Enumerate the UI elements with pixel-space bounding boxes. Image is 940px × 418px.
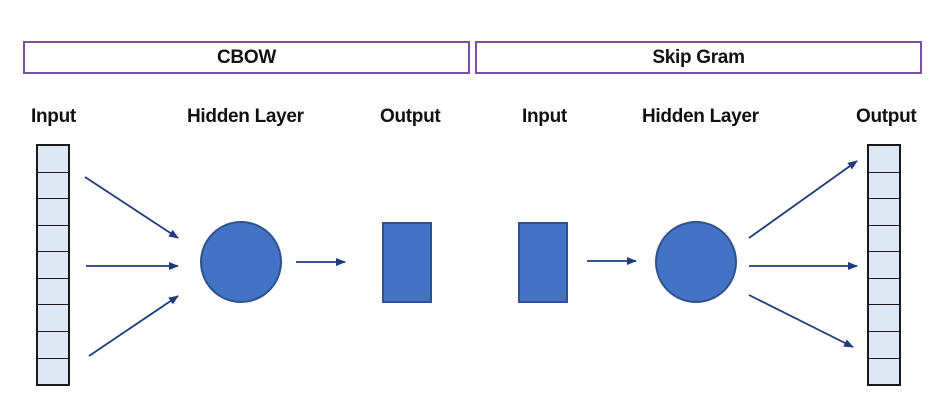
cbow-hidden-label: Hidden Layer <box>187 106 304 127</box>
vector-cell <box>38 252 68 279</box>
skipgram-hidden-node <box>655 221 737 303</box>
vector-cell <box>869 332 899 359</box>
cbow-input-label: Input <box>31 106 76 127</box>
vector-cell <box>869 279 899 306</box>
vector-cell <box>38 279 68 306</box>
skipgram-header: Skip Gram <box>475 41 922 74</box>
vector-cell <box>869 199 899 226</box>
vector-cell <box>38 146 68 173</box>
cbow-header: CBOW <box>23 41 470 74</box>
cbow-title: CBOW <box>217 46 276 68</box>
skipgram-arrow-bottom <box>748 294 854 348</box>
vector-cell <box>38 305 68 332</box>
vector-cell <box>869 173 899 200</box>
skipgram-input-label: Input <box>522 106 567 127</box>
vector-cell <box>869 146 899 173</box>
vector-cell <box>38 199 68 226</box>
cbow-output-node <box>382 222 432 303</box>
skipgram-title: Skip Gram <box>652 46 745 68</box>
vector-cell <box>38 173 68 200</box>
cbow-arrow-top <box>84 176 179 239</box>
skipgram-output-vector <box>867 144 901 386</box>
cbow-arrow-bottom <box>88 295 179 357</box>
vector-cell <box>869 305 899 332</box>
skipgram-input-node <box>518 222 568 303</box>
cbow-hidden-node <box>200 221 282 303</box>
skipgram-arrow-top <box>748 160 858 239</box>
vector-cell <box>869 226 899 253</box>
cbow-input-vector <box>36 144 70 386</box>
vector-cell <box>38 226 68 253</box>
skipgram-hidden-label: Hidden Layer <box>642 106 759 127</box>
cbow-output-label: Output <box>380 106 441 127</box>
skipgram-output-label: Output <box>856 106 917 127</box>
vector-cell <box>869 252 899 279</box>
vector-cell <box>38 332 68 359</box>
